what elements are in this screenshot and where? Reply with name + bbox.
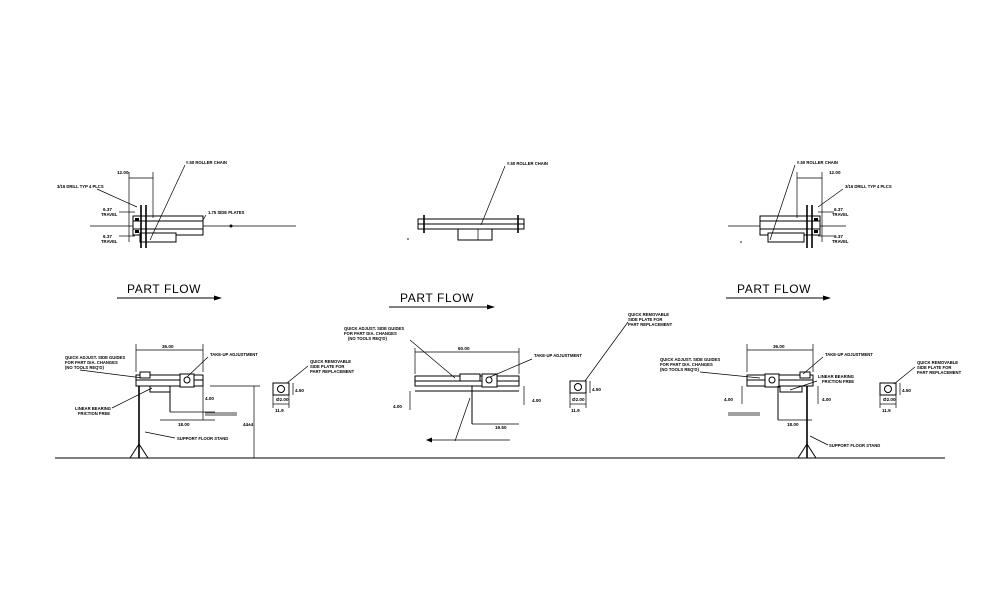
part-flow-right: PART FLOW xyxy=(726,282,831,301)
right-guides-line-3: (NO TOOLS REQ'D) xyxy=(660,367,699,372)
left-detail-dia: Ø2.00 xyxy=(276,397,289,402)
left-guides-line-2: FOR PART DIA. CHANGES xyxy=(65,360,118,365)
detail-left: QUICK REMOVABLE SIDE PLATE FOR PART REPL… xyxy=(272,359,355,413)
right-dim-1800: 18.00 xyxy=(787,422,799,427)
top-left-travel-dn-label: TRAVEL xyxy=(101,239,118,244)
left-detail-line-1: QUICK REMOVABLE xyxy=(310,359,351,364)
part-flow-center: PART FLOW xyxy=(389,291,495,310)
center-detail-450: 4.50 xyxy=(592,387,601,392)
top-right-travel-up-value: 6.37 xyxy=(834,207,843,212)
top-view-right: #.50 ROLLER CHAIN 12.00 3/16 DRILL TYP 4… xyxy=(728,160,892,248)
center-detail-119: 11.9 xyxy=(571,408,580,413)
left-guides-line-1: QUICK ADJUST. SIDE GUIDES xyxy=(65,355,125,360)
left-guides-line-3: (NO TOOLS REQ'D) xyxy=(65,365,104,370)
top-right-drill-label: 3/16 DRILL TYP 4 PLCS xyxy=(845,184,892,189)
left-detail-line-2: SIDE PLATE FOR xyxy=(310,364,344,369)
top-left-travel-dn-value: 6.37 xyxy=(103,234,112,239)
center-dim-400-left: 4.00 xyxy=(393,404,402,409)
left-bearing-line-1: LINEAR BEARING xyxy=(75,406,111,411)
top-view-center: #.50 ROLLER CHAIN xyxy=(407,161,548,241)
right-support-label: SUPPORT FLOOR STAND xyxy=(829,443,880,448)
left-detail-line-3: PART REPLACEMENT xyxy=(310,369,355,374)
center-removable-line-1: QUICK REMOVABLE xyxy=(628,312,669,317)
part-flow-left: PART FLOW xyxy=(117,282,222,301)
side-view-center: 60.00 4.00 4.00 19.50 QUICK ADJUST. SIDE… xyxy=(344,312,673,443)
top-right-travel-dn-value: 6.37 xyxy=(834,234,843,239)
top-view-left: 12.00 #.50 ROLLER CHAIN 3/16 DRILL TYP 4… xyxy=(57,160,296,248)
left-support-label: SUPPORT FLOOR STAND xyxy=(177,436,228,441)
right-dim-400-left: 4.00 xyxy=(724,397,733,402)
top-left-dim-12: 12.00 xyxy=(117,170,129,175)
right-guides-line-2: FOR PART DIA. CHANGES xyxy=(660,362,713,367)
top-left-travel-up-value: 6.37 xyxy=(103,207,112,212)
right-detail-450: 4.50 xyxy=(902,388,911,393)
top-right-roller-chain-label: #.50 ROLLER CHAIN xyxy=(797,160,838,165)
part-flow-center-arrowhead xyxy=(487,304,495,310)
center-detail-dia: Ø2.00 xyxy=(572,397,585,402)
center-removable-line-2: SIDE PLATE FOR xyxy=(628,317,662,322)
right-takeup-label: TAKE-UP ADJUSTMENT xyxy=(825,352,873,357)
center-width-dim: 60.00 xyxy=(458,346,470,351)
left-takeup-label: TAKE-UP ADJUSTMENT xyxy=(210,352,258,357)
left-width-dim: 36.00 xyxy=(162,344,174,349)
right-bearing-line-2: FRICTION FREE xyxy=(822,379,854,384)
part-flow-right-arrowhead xyxy=(823,295,831,301)
center-guides-line-1: QUICK ADJUST. SIDE GUIDES xyxy=(344,326,404,331)
side-view-left: 36.00 44±4 4.00 18.00 QUICK ADJUST. SIDE… xyxy=(65,344,260,459)
detail-right: QUICK REMOVABLE SIDE PLATE FOR PART REPL… xyxy=(879,360,962,413)
center-removable-line-3: PART REPLACEMENT xyxy=(628,322,673,327)
top-left-drill-label: 3/16 DRILL TYP 4 PLCS xyxy=(57,184,104,189)
center-dim-400-right: 4.00 xyxy=(532,398,541,403)
top-left-side-plates-label: 1.75 SIDE PLATES xyxy=(208,210,245,215)
right-detail-line-1: QUICK REMOVABLE xyxy=(917,360,958,365)
part-flow-center-label: PART FLOW xyxy=(400,291,474,305)
right-bearing-line-1: LINEAR BEARING xyxy=(818,374,854,379)
part-flow-left-label: PART FLOW xyxy=(127,282,201,296)
left-bearing-line-2: FRICTION FREE xyxy=(78,411,110,416)
top-right-travel-dn-label: TRAVEL xyxy=(832,239,849,244)
right-detail-119: 11.9 xyxy=(882,408,891,413)
top-center-roller-chain-label: #.50 ROLLER CHAIN xyxy=(507,161,548,166)
center-guides-line-2: FOR PART DIA. CHANGES xyxy=(344,331,397,336)
right-detail-dia: Ø2.00 xyxy=(883,397,896,402)
left-detail-450: 4.50 xyxy=(295,388,304,393)
center-guides-line-3: (NO TOOLS REQ'D) xyxy=(348,336,387,341)
side-view-right: 36.00 4.00 4.00 18.00 QUICK ADJUST. SIDE… xyxy=(660,344,880,459)
part-flow-right-label: PART FLOW xyxy=(737,282,811,296)
top-right-travel-up-label: TRAVEL xyxy=(832,212,849,217)
left-height-dim: 44±4 xyxy=(243,422,254,427)
right-guides-line-1: QUICK ADJUST. SIDE GUIDES xyxy=(660,357,720,362)
left-detail-119: 11.9 xyxy=(275,408,284,413)
right-width-dim: 36.00 xyxy=(773,344,785,349)
top-left-roller-chain-label: #.50 ROLLER CHAIN xyxy=(186,160,227,165)
center-takeup-label: TAKE-UP ADJUSTMENT xyxy=(534,353,582,358)
left-dim-400: 4.00 xyxy=(205,396,214,401)
left-dim-1800: 18.00 xyxy=(178,422,190,427)
right-dim-400-right: 4.00 xyxy=(822,397,831,402)
right-detail-line-3: PART REPLACEMENT xyxy=(917,370,962,375)
part-flow-left-arrowhead xyxy=(214,295,222,301)
top-left-travel-up-label: TRAVEL xyxy=(101,212,118,217)
detail-center: 4.50 Ø2.00 11.9 xyxy=(569,380,601,413)
center-dim-1950: 19.50 xyxy=(495,425,507,430)
right-detail-line-2: SIDE PLATE FOR xyxy=(917,365,951,370)
top-right-dim-12: 12.00 xyxy=(829,170,841,175)
